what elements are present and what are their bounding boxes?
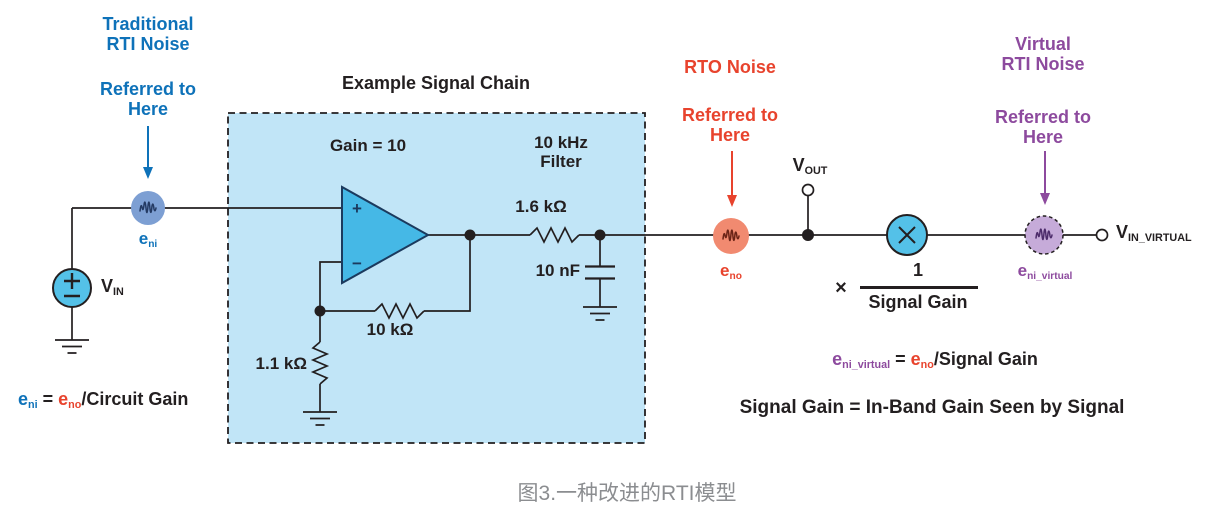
vin-label: VIN: [101, 276, 124, 299]
fraction-bar: [860, 286, 978, 289]
equation-signal-gain: Signal Gain = In-Band Gain Seen by Signa…: [739, 397, 1125, 418]
traditional-referred-label: Referred to Here: [99, 79, 197, 119]
noise-squiggle-icon: [139, 201, 157, 214]
junction-dot: [464, 229, 476, 241]
arrowhead-purple: [1040, 193, 1050, 205]
virtual-referred-label: Referred to Here: [994, 107, 1092, 147]
fraction-denominator: Signal Gain: [868, 292, 968, 312]
resistor-10k-symbol: [374, 302, 425, 320]
ground-icon: [583, 306, 617, 321]
capacitor-symbol: [585, 265, 615, 280]
eni-virtual-label: eni_virtual: [1017, 261, 1073, 282]
vin-virtual-label: VIN_VIRTUAL: [1116, 222, 1192, 245]
equation-eni: eni = eno/Circuit Gain: [18, 389, 189, 412]
multiply-sign: ×: [835, 277, 847, 299]
rto-referred-label: Referred to Here: [681, 105, 779, 145]
arrowhead-blue: [143, 167, 153, 179]
fraction-numerator: 1: [912, 260, 924, 280]
wire-inverting-input: [319, 261, 342, 311]
resistor-1k1-label: 1.1 kΩ: [255, 354, 307, 373]
junction-dot: [594, 229, 606, 241]
resistor-1k1-symbol: [310, 341, 330, 385]
signal-chain-title: Example Signal Chain: [341, 73, 531, 93]
ground-icon: [303, 411, 337, 426]
noise-squiggle-icon: [1035, 228, 1053, 241]
rto-noise-label: RTO Noise: [684, 57, 776, 77]
multiply-cross-icon: [898, 226, 916, 244]
opamp-icon: [341, 185, 431, 285]
wire-feedback: [320, 235, 471, 312]
vout-terminal: [801, 183, 815, 197]
noise-squiggle-icon: [722, 229, 740, 242]
opamp-minus-sign: −: [352, 254, 362, 273]
junction-dot: [802, 229, 814, 241]
arrowhead-red: [727, 195, 737, 207]
traditional-rti-noise-label: Traditional RTI Noise: [102, 14, 194, 54]
resistor-1k6-label: 1.6 kΩ: [515, 197, 567, 216]
resistor-10k-label: 10 kΩ: [366, 320, 414, 339]
figure-caption: 图3.一种改进的RTI模型: [517, 482, 737, 505]
vin-virtual-terminal: [1095, 228, 1109, 242]
virtual-rti-noise-label: Virtual RTI Noise: [1001, 34, 1085, 74]
eno-label: eno: [720, 261, 742, 282]
vout-label: VOUT: [792, 155, 828, 178]
equation-eni-virtual: eni_virtual = eno/Signal Gain: [832, 349, 1038, 372]
source-plus-minus-icon: [64, 273, 80, 298]
filter-label: 10 kHz Filter: [534, 133, 588, 171]
ground-icon: [55, 339, 89, 354]
opamp-plus-sign: +: [352, 199, 362, 218]
gain-label: Gain = 10: [329, 136, 407, 155]
signal-chain-box: [227, 112, 646, 444]
resistor-1k6-symbol: [529, 226, 580, 244]
eni-label: eni: [138, 229, 158, 250]
junction-dot: [314, 305, 326, 317]
capacitor-label: 10 nF: [535, 261, 580, 280]
